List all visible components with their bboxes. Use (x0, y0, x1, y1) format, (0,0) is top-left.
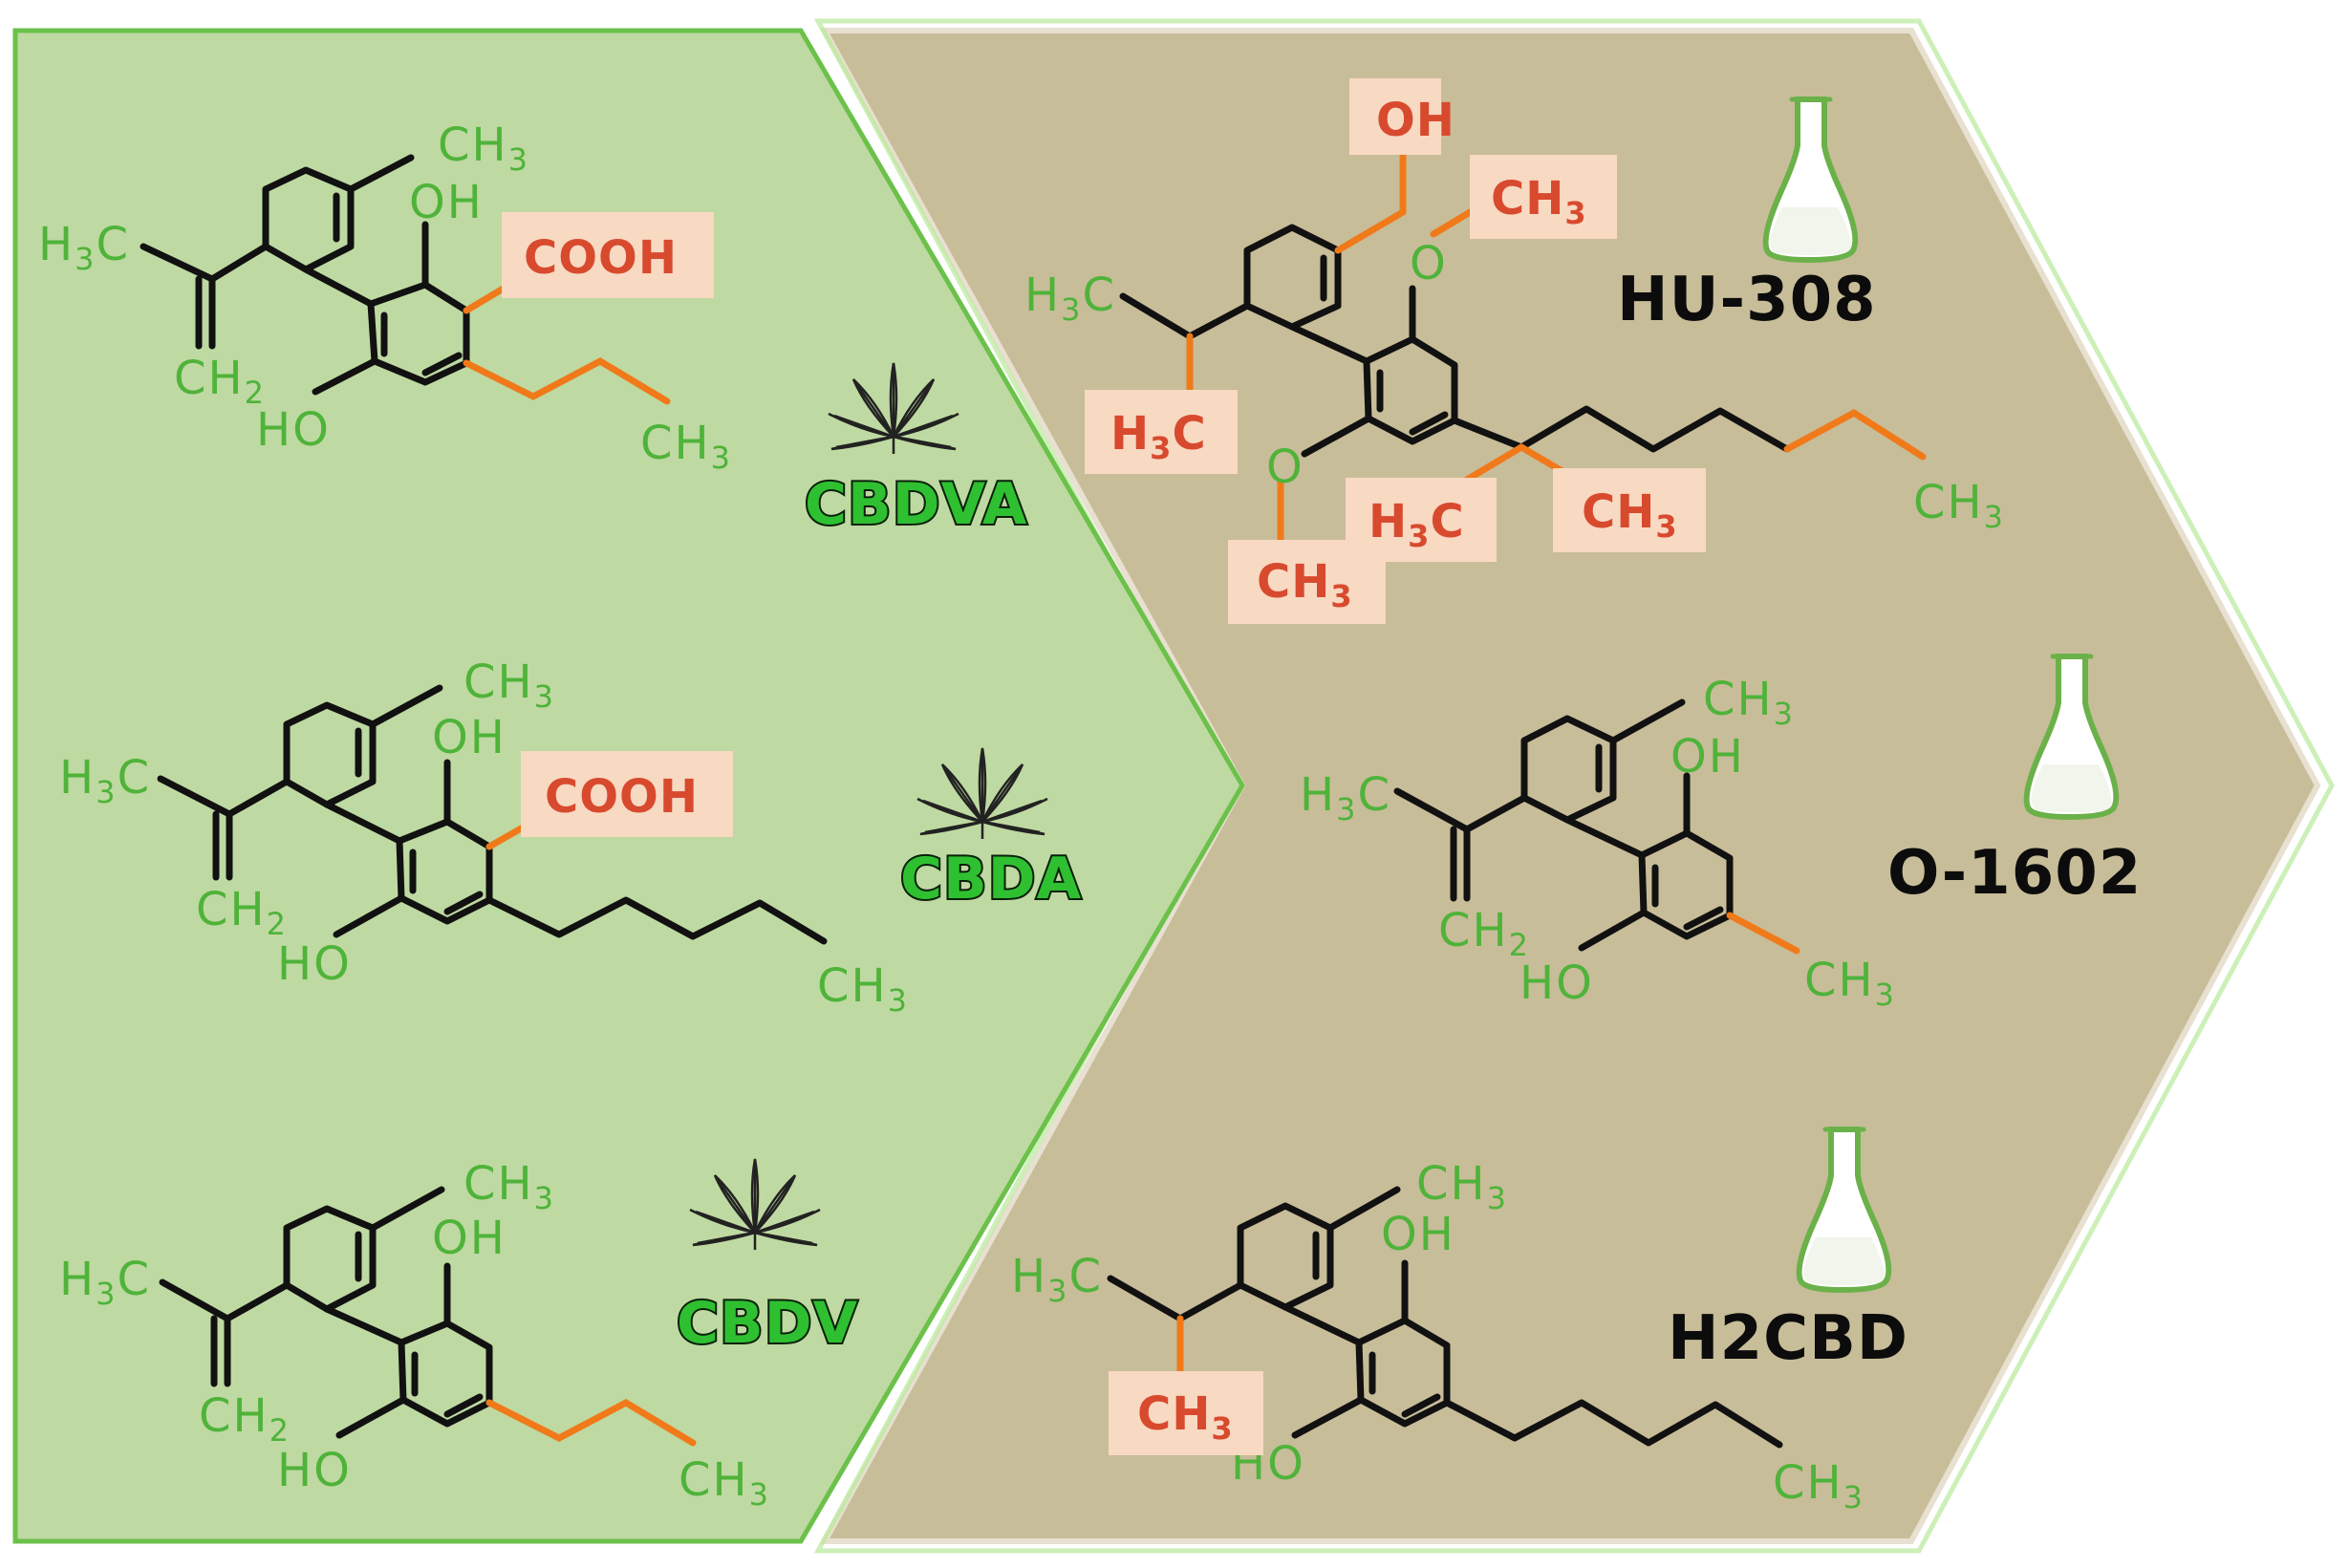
h2cbd-atoms: CH3 OH H3C HO CH3 (1011, 1157, 1864, 1515)
svg-text:OH: OH (432, 1212, 506, 1265)
svg-text:OH: OH (1670, 730, 1745, 784)
svg-text:CH3: CH3 (679, 1453, 770, 1513)
cbda-atoms: CH3 OH H3C CH2 HO CH3 (59, 655, 909, 1019)
cbdv-atoms: CH3 OH H3C CH2 HO CH3 (59, 1157, 770, 1513)
svg-text:CH3: CH3 (817, 959, 909, 1019)
hu308-structure (1119, 130, 1927, 548)
svg-text:HO: HO (277, 937, 352, 991)
svg-text:CH3: CH3 (1582, 485, 1678, 545)
svg-text:O: O (1266, 440, 1304, 494)
svg-text:CH3: CH3 (1257, 555, 1353, 614)
svg-text:H3C: H3C (1011, 1250, 1103, 1309)
svg-text:CH3: CH3 (1913, 476, 2005, 535)
hu308-label: HU-308 (1617, 265, 1877, 335)
svg-text:CH2: CH2 (196, 883, 288, 942)
svg-text:CH2: CH2 (1438, 904, 1530, 963)
o1602-atoms: CH3 OH H3C CH2 HO CH3 (1300, 673, 1896, 1013)
svg-text:OH: OH (409, 176, 484, 229)
svg-text:CH3: CH3 (1137, 1387, 1234, 1447)
svg-text:H3C: H3C (1024, 268, 1116, 328)
cbdv-label: CBDV (677, 1290, 858, 1357)
h2cbd-ch3-highlight: CH3 (1109, 1371, 1263, 1455)
svg-text:CH3: CH3 (1773, 1456, 1864, 1515)
svg-text:OH: OH (1376, 94, 1455, 147)
o1602-structure (1393, 698, 1800, 955)
h2cbd-structure (1107, 1186, 1783, 1449)
svg-text:H3C: H3C (59, 751, 151, 810)
svg-text:O: O (1410, 237, 1448, 290)
svg-text:COOH: COOH (524, 231, 678, 285)
svg-text:CH3: CH3 (1703, 673, 1795, 732)
cbdva-cooh-highlight: COOH (502, 212, 714, 298)
svg-text:HO: HO (1519, 956, 1594, 1010)
cbdva-label: CBDVA (805, 471, 1027, 538)
svg-text:CH3: CH3 (1416, 1157, 1508, 1216)
svg-text:CH3: CH3 (463, 655, 555, 715)
cbda-structure (157, 684, 828, 945)
cbdv-structure (159, 1186, 697, 1447)
svg-text:CH3: CH3 (640, 417, 732, 476)
svg-text:CH2: CH2 (174, 352, 266, 411)
svg-text:CH3: CH3 (463, 1157, 555, 1216)
svg-text:H3C: H3C (1368, 495, 1465, 554)
hu308-atoms: H3C O O CH3 (1024, 237, 2005, 535)
svg-text:H3C: H3C (1300, 768, 1391, 827)
hu308-highlights: OH CH3 H3C H3C CH3 CH3 (1085, 78, 1706, 624)
cbda-label: CBDA (900, 846, 1082, 913)
svg-text:CH3: CH3 (438, 118, 529, 178)
cbda-cooh-highlight: COOH (521, 751, 733, 837)
cbdva-atoms: CH3 OH H3C CH2 HO CH3 (38, 118, 732, 476)
svg-text:OH: OH (1381, 1208, 1455, 1261)
svg-text:H3C: H3C (59, 1253, 151, 1312)
svg-text:H3C: H3C (38, 218, 130, 277)
svg-text:COOH: COOH (545, 770, 699, 824)
svg-text:HO: HO (256, 403, 331, 457)
o1602-label: O-1602 (1887, 838, 2142, 909)
svg-text:CH3: CH3 (1491, 172, 1587, 231)
svg-text:CH2: CH2 (199, 1389, 291, 1449)
svg-text:CH3: CH3 (1804, 954, 1896, 1013)
svg-text:HO: HO (277, 1444, 352, 1497)
h2cbd-label: H2CBD (1668, 1303, 1908, 1374)
svg-text:OH: OH (432, 711, 506, 764)
svg-text:H3C: H3C (1110, 407, 1207, 466)
